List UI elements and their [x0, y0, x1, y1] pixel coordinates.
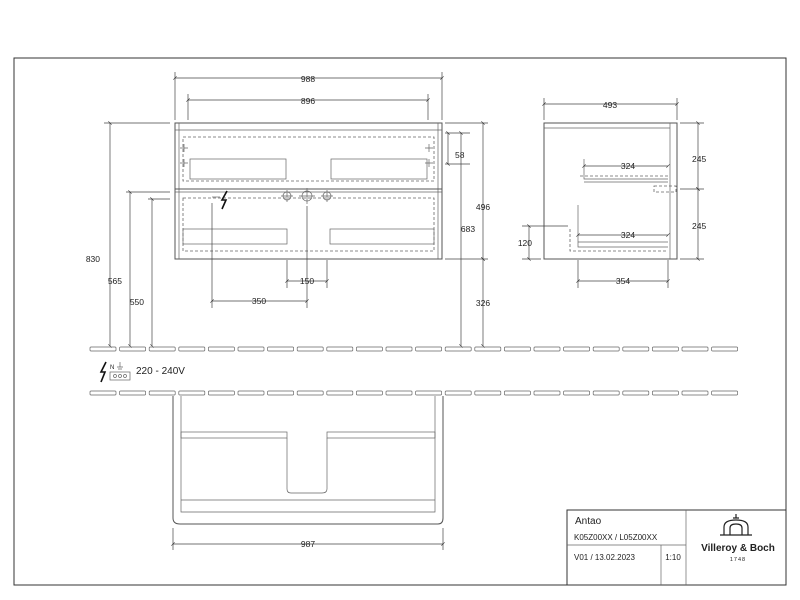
dim-245-lower: 245: [692, 221, 706, 231]
tile: [208, 346, 235, 352]
tile: [89, 346, 117, 352]
terminal-label: N: [110, 365, 114, 371]
tile: [208, 390, 235, 396]
tile: [385, 390, 413, 396]
tile: [563, 390, 590, 396]
front-dimensions: 988 896 830 565 550 58 683 496 326: [86, 72, 490, 348]
tile: [415, 390, 442, 396]
tile: [296, 346, 324, 352]
tile: [681, 346, 709, 352]
tile: [178, 346, 206, 352]
tile: [711, 346, 738, 352]
sheet-border: [13, 57, 787, 586]
tile: [326, 390, 354, 396]
water-connections: [281, 188, 333, 204]
tile: [89, 390, 117, 396]
dim-350: 350: [252, 296, 266, 306]
tile: [622, 346, 650, 352]
tile: [444, 390, 472, 396]
tile: [504, 390, 531, 396]
dim-565: 565: [108, 276, 122, 286]
tile: [178, 390, 206, 396]
title-block: Antao K05Z00XX / L05Z00XX V01 / 13.02.20…: [566, 509, 787, 586]
floor-tiles-row: [89, 346, 738, 352]
tile: [237, 346, 265, 352]
power-point-icon: [212, 190, 228, 210]
tile: [652, 346, 679, 352]
tile: [652, 390, 679, 396]
side-view: [543, 122, 678, 260]
article-numbers: K05Z00XX / L05Z00XX: [574, 533, 658, 542]
dim-683: 683: [461, 224, 475, 234]
socket-icon: [109, 371, 131, 381]
tile: [356, 390, 383, 396]
lightning-icon: [99, 361, 107, 383]
tile: [267, 346, 294, 352]
tile: [474, 390, 502, 396]
plan-dimensions: 987: [171, 528, 445, 550]
tile: [119, 346, 146, 352]
side-cabinet-outline: [543, 122, 678, 260]
tile: [296, 390, 324, 396]
tile: [356, 346, 383, 352]
brand-logo: Villeroy & Boch 1748: [701, 514, 775, 563]
dim-896: 896: [301, 96, 315, 106]
tile: [119, 390, 146, 396]
tile: [474, 346, 502, 352]
tile: [533, 390, 561, 396]
earth-icon: [117, 362, 123, 370]
front-view: [174, 122, 443, 260]
tile: [415, 346, 442, 352]
tile: [444, 346, 472, 352]
dim-324-lower: 324: [621, 230, 635, 240]
voltage-label: 220 - 240V: [136, 366, 185, 377]
dim-324-upper: 324: [621, 161, 635, 171]
tile: [148, 346, 176, 352]
tile: [563, 346, 590, 352]
electrical-spec: N 220 - 240V: [99, 361, 185, 383]
brand-name: Villeroy & Boch: [701, 543, 775, 554]
tile: [533, 346, 561, 352]
dim-493: 493: [603, 100, 617, 110]
tile: [267, 390, 294, 396]
product-name: Antao: [575, 516, 602, 527]
tile: [237, 390, 265, 396]
dim-326: 326: [476, 298, 490, 308]
brand-year: 1748: [730, 557, 746, 563]
tile: [385, 346, 413, 352]
tile: [622, 390, 650, 396]
tile: [326, 346, 354, 352]
dim-830: 830: [86, 254, 100, 264]
dim-496: 496: [476, 202, 490, 212]
wall-tiles-row: [89, 390, 738, 396]
tile: [592, 390, 620, 396]
castle-icon: [720, 514, 752, 536]
mounting-points: [180, 144, 433, 167]
dim-354: 354: [616, 276, 630, 286]
dim-987: 987: [301, 539, 315, 549]
tile: [148, 390, 176, 396]
tile: [504, 346, 531, 352]
dim-245-upper: 245: [692, 154, 706, 164]
front-cabinet-outline: [174, 122, 443, 260]
tile: [711, 390, 738, 396]
drawing-scale: 1:10: [665, 553, 681, 562]
dim-58: 58: [455, 150, 465, 160]
plan-view: [172, 396, 444, 525]
dim-988: 988: [301, 74, 315, 84]
tile: [681, 390, 709, 396]
tile: [592, 346, 620, 352]
side-dimensions: 493 324 324 120 354 245 245: [518, 98, 706, 288]
version-date: V01 / 13.02.2023: [574, 553, 635, 562]
dim-120: 120: [518, 238, 532, 248]
dim-550: 550: [130, 297, 144, 307]
